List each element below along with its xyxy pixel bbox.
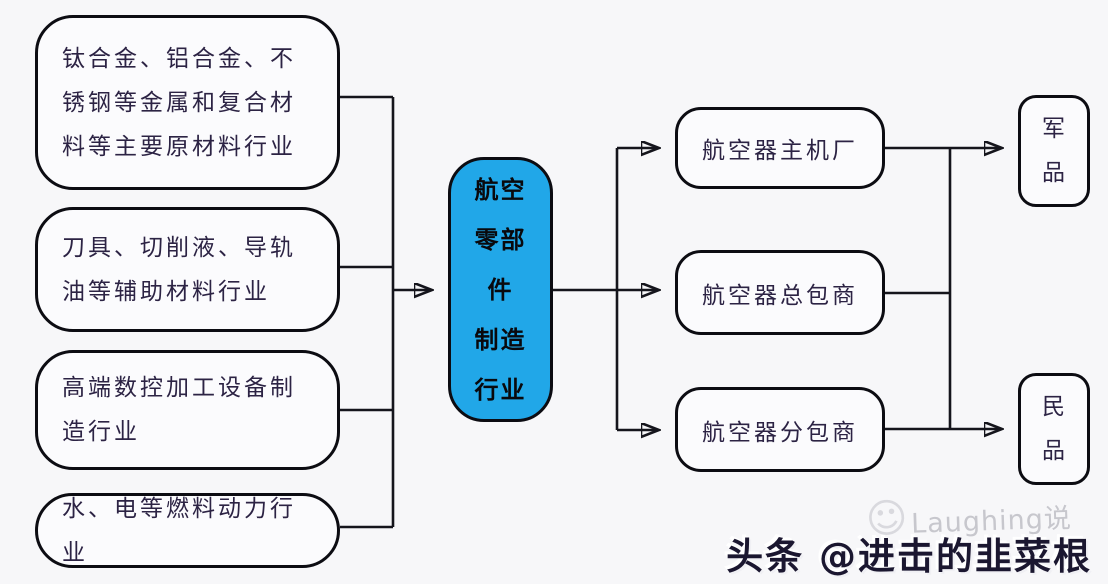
node-military-products: 军 品	[1018, 95, 1090, 207]
node-label: 民 品	[1042, 394, 1066, 464]
node-label: 航空器总包商	[702, 282, 858, 309]
watermark-credit: 头条 @进击的韭菜根	[726, 535, 1092, 578]
node-aircraft-prime-contractor: 航空器总包商	[675, 250, 885, 335]
node-label: 航空 零部 件 制造 行业	[474, 174, 527, 404]
node-label: 水、电等燃料动力行业	[62, 495, 296, 566]
node-label: 高端数控加工设备制造行业	[62, 375, 296, 445]
node-civilian-products: 民 品	[1018, 373, 1090, 485]
node-label: 钛合金、铝合金、不锈钢等金属和复合材料等主要原材料行业	[62, 45, 296, 160]
node-label: 航空器主机厂	[702, 138, 858, 164]
node-label: 军 品	[1042, 116, 1066, 186]
node-aviation-parts-manufacturing: 航空 零部 件 制造 行业	[448, 157, 553, 422]
node-label: 刀具、切削液、导轨油等辅助材料行业	[62, 234, 296, 305]
node-aircraft-oem: 航空器主机厂	[675, 107, 885, 189]
node-raw-materials-industry: 钛合金、铝合金、不锈钢等金属和复合材料等主要原材料行业	[35, 15, 340, 190]
node-utilities-industry: 水、电等燃料动力行业	[35, 493, 340, 568]
node-cnc-equipment-industry: 高端数控加工设备制造行业	[35, 350, 340, 470]
node-aircraft-subcontractor: 航空器分包商	[675, 387, 885, 472]
node-label: 航空器分包商	[702, 419, 858, 446]
node-auxiliary-materials-industry: 刀具、切削液、导轨油等辅助材料行业	[35, 207, 340, 332]
